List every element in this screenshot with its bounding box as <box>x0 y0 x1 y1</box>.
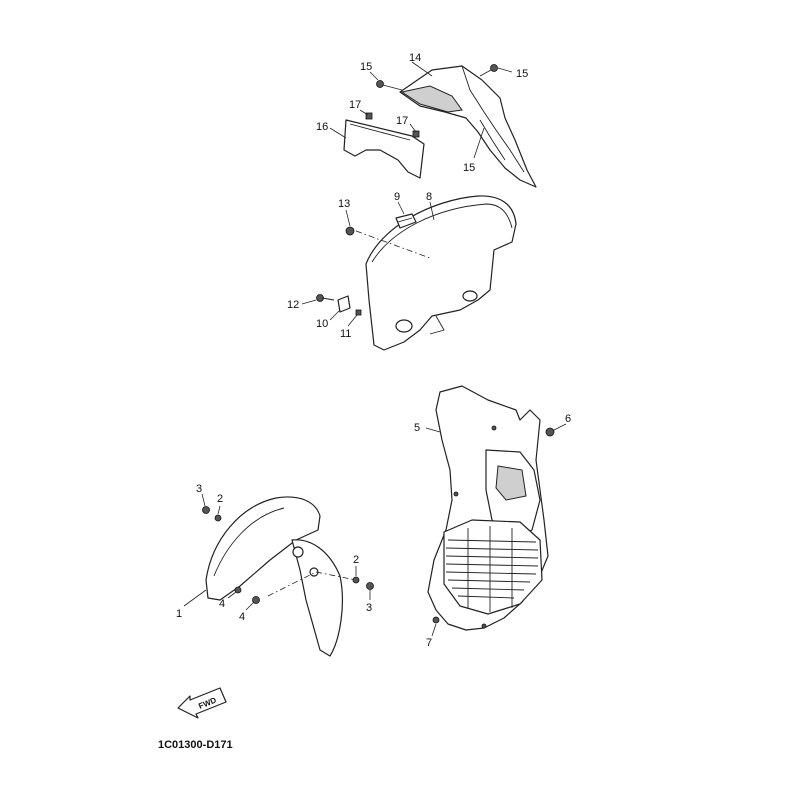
callout-15-a: 15 <box>360 61 372 73</box>
part-11-clip <box>355 309 362 316</box>
callout-13: 13 <box>338 198 350 210</box>
part-12-bolt <box>316 294 335 302</box>
part-3-bolt-b <box>366 582 374 590</box>
part-16-plate <box>343 119 425 179</box>
leader-lines <box>183 61 567 637</box>
callout-11: 11 <box>340 328 351 340</box>
fwd-arrow-icon: FWD <box>177 687 227 719</box>
part-2-washer-a <box>214 514 222 522</box>
part-17-clip-b <box>412 130 420 138</box>
part-13-bolt <box>345 226 355 236</box>
callout-9: 9 <box>394 191 400 203</box>
part-6-screw <box>545 427 555 437</box>
callout-4-b: 4 <box>239 611 245 623</box>
part-15-bolt-b <box>479 64 498 77</box>
callout-labels: 14 15 15 15 17 17 16 9 8 13 12 10 11 5 6… <box>176 52 571 649</box>
callout-15-b: 15 <box>516 68 528 80</box>
callout-12: 12 <box>287 299 299 311</box>
part-9-damper <box>395 213 417 229</box>
part-1-front-fender <box>205 496 357 657</box>
callout-14: 14 <box>409 52 421 64</box>
callout-4-a: 4 <box>219 598 225 610</box>
callout-16: 16 <box>316 121 328 133</box>
callout-2-b: 2 <box>353 554 359 566</box>
callout-3-a: 3 <box>196 483 202 495</box>
callout-2-a: 2 <box>217 493 223 505</box>
part-4-bolt-b <box>252 596 260 604</box>
callout-10: 10 <box>316 318 328 330</box>
diagram-code: 1C01300-D171 <box>158 739 233 751</box>
part-14-rear-flap <box>399 65 537 188</box>
callout-15-c: 15 <box>463 162 475 174</box>
grille-slats <box>445 526 539 612</box>
callout-5: 5 <box>414 422 420 434</box>
callout-1: 1 <box>176 608 182 620</box>
part-10-nut <box>337 295 351 313</box>
part-5-inner-panel <box>427 385 549 631</box>
callout-8: 8 <box>426 191 432 203</box>
callout-17-a: 17 <box>349 99 361 111</box>
callout-17-b: 17 <box>396 115 408 127</box>
part-2-washer-b <box>352 576 360 584</box>
callout-3-b: 3 <box>366 602 372 614</box>
part-4-bolt-a <box>234 586 242 594</box>
part-15-bolt-a <box>376 80 403 91</box>
part-7-screw <box>432 616 440 624</box>
part-8-rear-fender <box>355 195 517 351</box>
callout-7: 7 <box>426 637 432 649</box>
part-17-clip-a <box>365 112 373 120</box>
callout-6: 6 <box>565 413 571 425</box>
part-3-bolt-a <box>202 506 210 514</box>
